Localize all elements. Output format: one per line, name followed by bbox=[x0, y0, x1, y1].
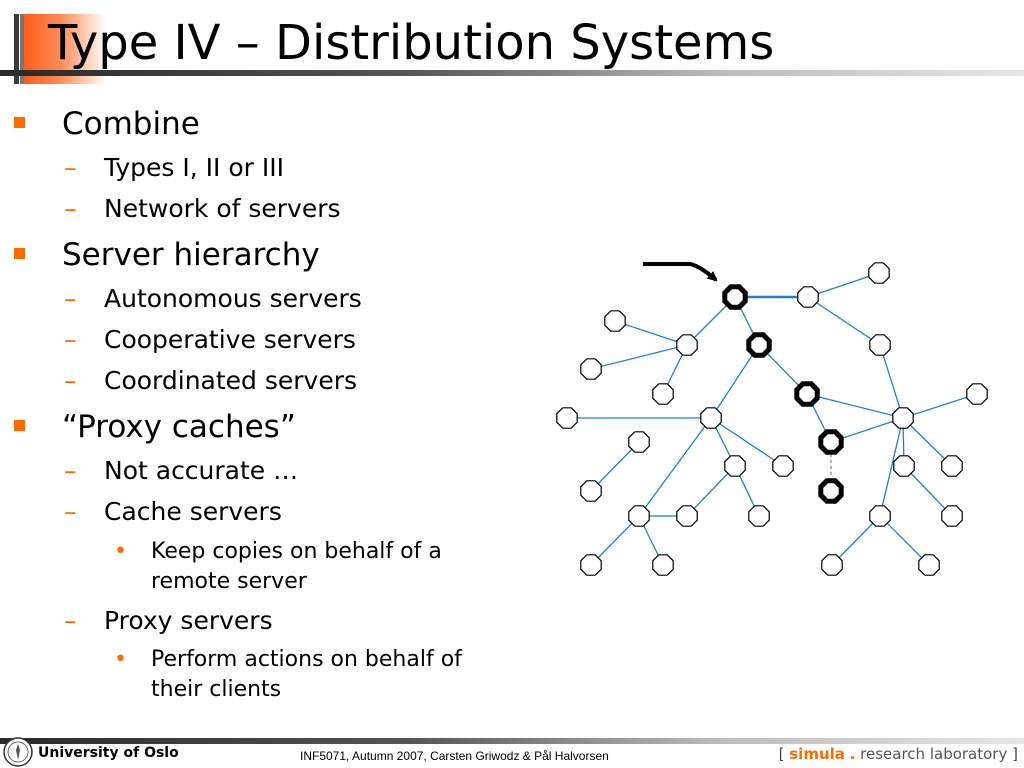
sub-bullet: Coordinated servers bbox=[104, 366, 358, 395]
sub-sub-bullet-continued: remote server bbox=[151, 569, 307, 594]
highlighted-server-node bbox=[722, 284, 748, 310]
network-link bbox=[638, 417, 712, 517]
server-node bbox=[580, 554, 602, 576]
network-link bbox=[902, 417, 953, 467]
server-node bbox=[724, 455, 746, 477]
server-node bbox=[652, 383, 674, 405]
bullet-combine: Combine bbox=[62, 106, 200, 142]
network-link bbox=[710, 344, 760, 419]
slide-title: Type IV – Distribution Systems bbox=[48, 15, 775, 71]
sub-bullet: Network of servers bbox=[104, 194, 341, 223]
server-node bbox=[868, 262, 890, 284]
server-node bbox=[941, 505, 963, 527]
network-link bbox=[806, 393, 904, 419]
network-link bbox=[590, 344, 688, 370]
network-link bbox=[879, 515, 930, 566]
simula-logo: [ simula . research laboratory ] bbox=[779, 745, 1018, 763]
sub-bullet: Cache servers bbox=[104, 497, 282, 526]
dash-bullet-icon: – bbox=[64, 194, 77, 223]
course-info: INF5071, Autumn 2007, Carsten Griwodz & … bbox=[300, 749, 609, 763]
network-link bbox=[614, 320, 688, 346]
bullet-server-hierarchy: Server hierarchy bbox=[62, 237, 320, 273]
network-link bbox=[590, 515, 640, 566]
server-node bbox=[869, 505, 891, 527]
sub-bullet: Cooperative servers bbox=[104, 325, 356, 354]
sub-sub-bullet-continued: their clients bbox=[151, 677, 282, 702]
server-node bbox=[652, 554, 674, 576]
server-node bbox=[893, 455, 915, 477]
sub-sub-bullet: Keep copies on behalf of a bbox=[151, 539, 442, 564]
sub-bullet: Types I, II or III bbox=[104, 153, 284, 182]
square-bullet-icon bbox=[14, 248, 25, 259]
network-link bbox=[831, 515, 881, 566]
dash-bullet-icon: – bbox=[64, 153, 77, 182]
dash-bullet-icon: – bbox=[64, 366, 77, 395]
sub-sub-bullet: Perform actions on behalf of bbox=[151, 647, 462, 672]
logo-bracket-close: ] bbox=[1012, 745, 1018, 763]
server-node bbox=[941, 455, 963, 477]
bullet-proxy-caches: “Proxy caches” bbox=[62, 409, 296, 445]
server-node bbox=[892, 407, 914, 429]
logo-simula: simula bbox=[789, 745, 845, 763]
network-link bbox=[807, 272, 880, 298]
dash-bullet-icon: – bbox=[64, 497, 77, 526]
dash-bullet-icon: – bbox=[64, 325, 77, 354]
server-node bbox=[772, 455, 794, 477]
network-link bbox=[807, 296, 881, 346]
server-node bbox=[604, 310, 626, 332]
logo-dot: . bbox=[849, 745, 856, 763]
highlighted-server-node bbox=[818, 429, 844, 455]
request-arrow bbox=[643, 262, 718, 282]
network-link bbox=[902, 393, 978, 419]
server-node bbox=[628, 505, 650, 527]
footer-rule bbox=[0, 738, 1024, 744]
server-node bbox=[676, 334, 698, 356]
sub-bullet: Autonomous servers bbox=[104, 284, 362, 313]
server-node bbox=[580, 358, 602, 380]
network-link bbox=[686, 465, 736, 517]
server-node bbox=[700, 407, 722, 429]
network-link bbox=[879, 344, 904, 419]
server-hierarchy-diagram bbox=[556, 262, 988, 576]
server-node bbox=[869, 334, 891, 356]
server-node bbox=[918, 554, 940, 576]
university-seal-icon bbox=[3, 737, 33, 767]
dot-bullet-icon: • bbox=[114, 539, 127, 564]
network-link bbox=[903, 465, 953, 517]
highlighted-server-node bbox=[746, 332, 772, 358]
logo-bracket-open: [ bbox=[778, 745, 785, 763]
server-node bbox=[676, 505, 698, 527]
title-decoration-bar-2 bbox=[20, 14, 24, 84]
sub-bullet: Proxy servers bbox=[104, 606, 273, 635]
title-decoration-bar bbox=[14, 14, 19, 84]
network-link bbox=[879, 417, 904, 517]
logo-research-laboratory: research laboratory bbox=[860, 745, 1008, 763]
server-node bbox=[748, 505, 770, 527]
university-name: University of Oslo bbox=[38, 745, 179, 761]
dot-bullet-icon: • bbox=[114, 647, 127, 672]
network-link bbox=[590, 441, 640, 492]
square-bullet-icon bbox=[14, 420, 25, 431]
network-nodes bbox=[556, 262, 988, 576]
network-edges bbox=[567, 272, 978, 566]
server-node bbox=[556, 407, 578, 429]
server-node bbox=[966, 383, 988, 405]
highlighted-server-node bbox=[794, 381, 820, 407]
square-bullet-icon bbox=[14, 117, 25, 128]
sub-bullet: Not accurate … bbox=[104, 456, 299, 485]
dash-bullet-icon: – bbox=[64, 606, 77, 635]
dash-bullet-icon: – bbox=[64, 284, 77, 313]
server-node bbox=[580, 480, 602, 502]
title-underline bbox=[0, 70, 1024, 76]
server-node bbox=[821, 554, 843, 576]
highlighted-server-node bbox=[818, 478, 844, 504]
server-node bbox=[797, 286, 819, 308]
dash-bullet-icon: – bbox=[64, 456, 77, 485]
network-link bbox=[710, 417, 784, 467]
server-node bbox=[628, 431, 650, 453]
